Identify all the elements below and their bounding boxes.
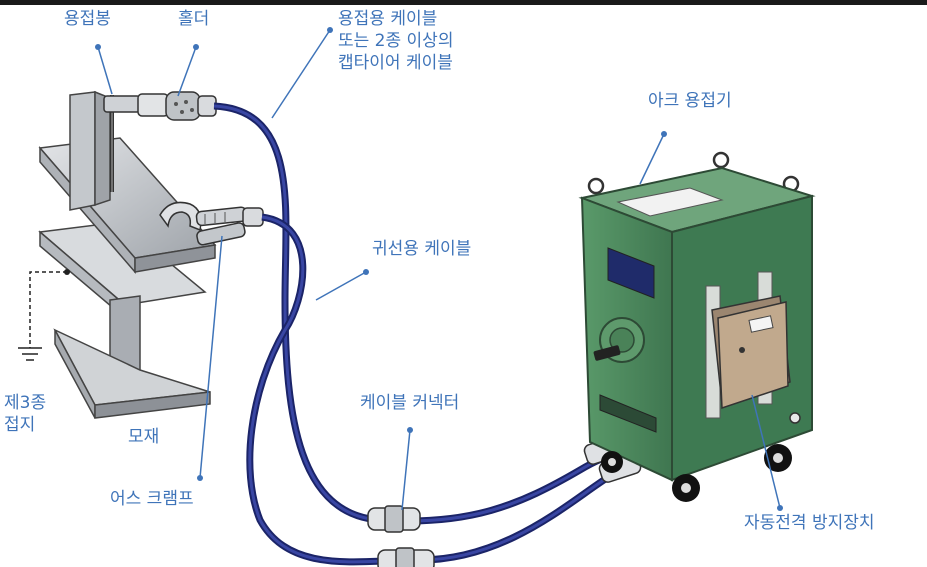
label-earth-clamp: 어스 크램프 bbox=[110, 489, 194, 509]
label-ground: 제3종 접지 bbox=[4, 393, 47, 435]
label-cable-connector: 케이블 커넥터 bbox=[360, 393, 460, 413]
return-cable bbox=[246, 213, 634, 566]
cable-connector-upper bbox=[367, 505, 421, 533]
base-metal-steel bbox=[38, 90, 217, 419]
label-electrode: 용접봉 bbox=[64, 9, 111, 29]
label-base-metal: 모재 bbox=[128, 427, 160, 447]
welding-cable bbox=[213, 102, 622, 525]
ground-symbol bbox=[18, 269, 70, 361]
top-border bbox=[0, 0, 927, 5]
leader-dots bbox=[95, 27, 783, 511]
label-holder: 홀더 bbox=[178, 9, 210, 29]
label-voltage-device: 자동전격 방지장치 bbox=[744, 513, 875, 533]
electrode-holder bbox=[103, 91, 217, 121]
voltage-reducing-device bbox=[711, 295, 791, 410]
earth-clamp bbox=[159, 201, 264, 246]
label-welding-cable: 용접용 케이블 또는 2종 이상의 캡타이어 케이블 bbox=[338, 9, 454, 73]
label-return-cable: 귀선용 케이블 bbox=[372, 239, 472, 259]
cable-connector-lower bbox=[377, 547, 435, 567]
label-arc-welder: 아크 용접기 bbox=[648, 91, 732, 111]
leader-lines bbox=[97, 29, 781, 511]
